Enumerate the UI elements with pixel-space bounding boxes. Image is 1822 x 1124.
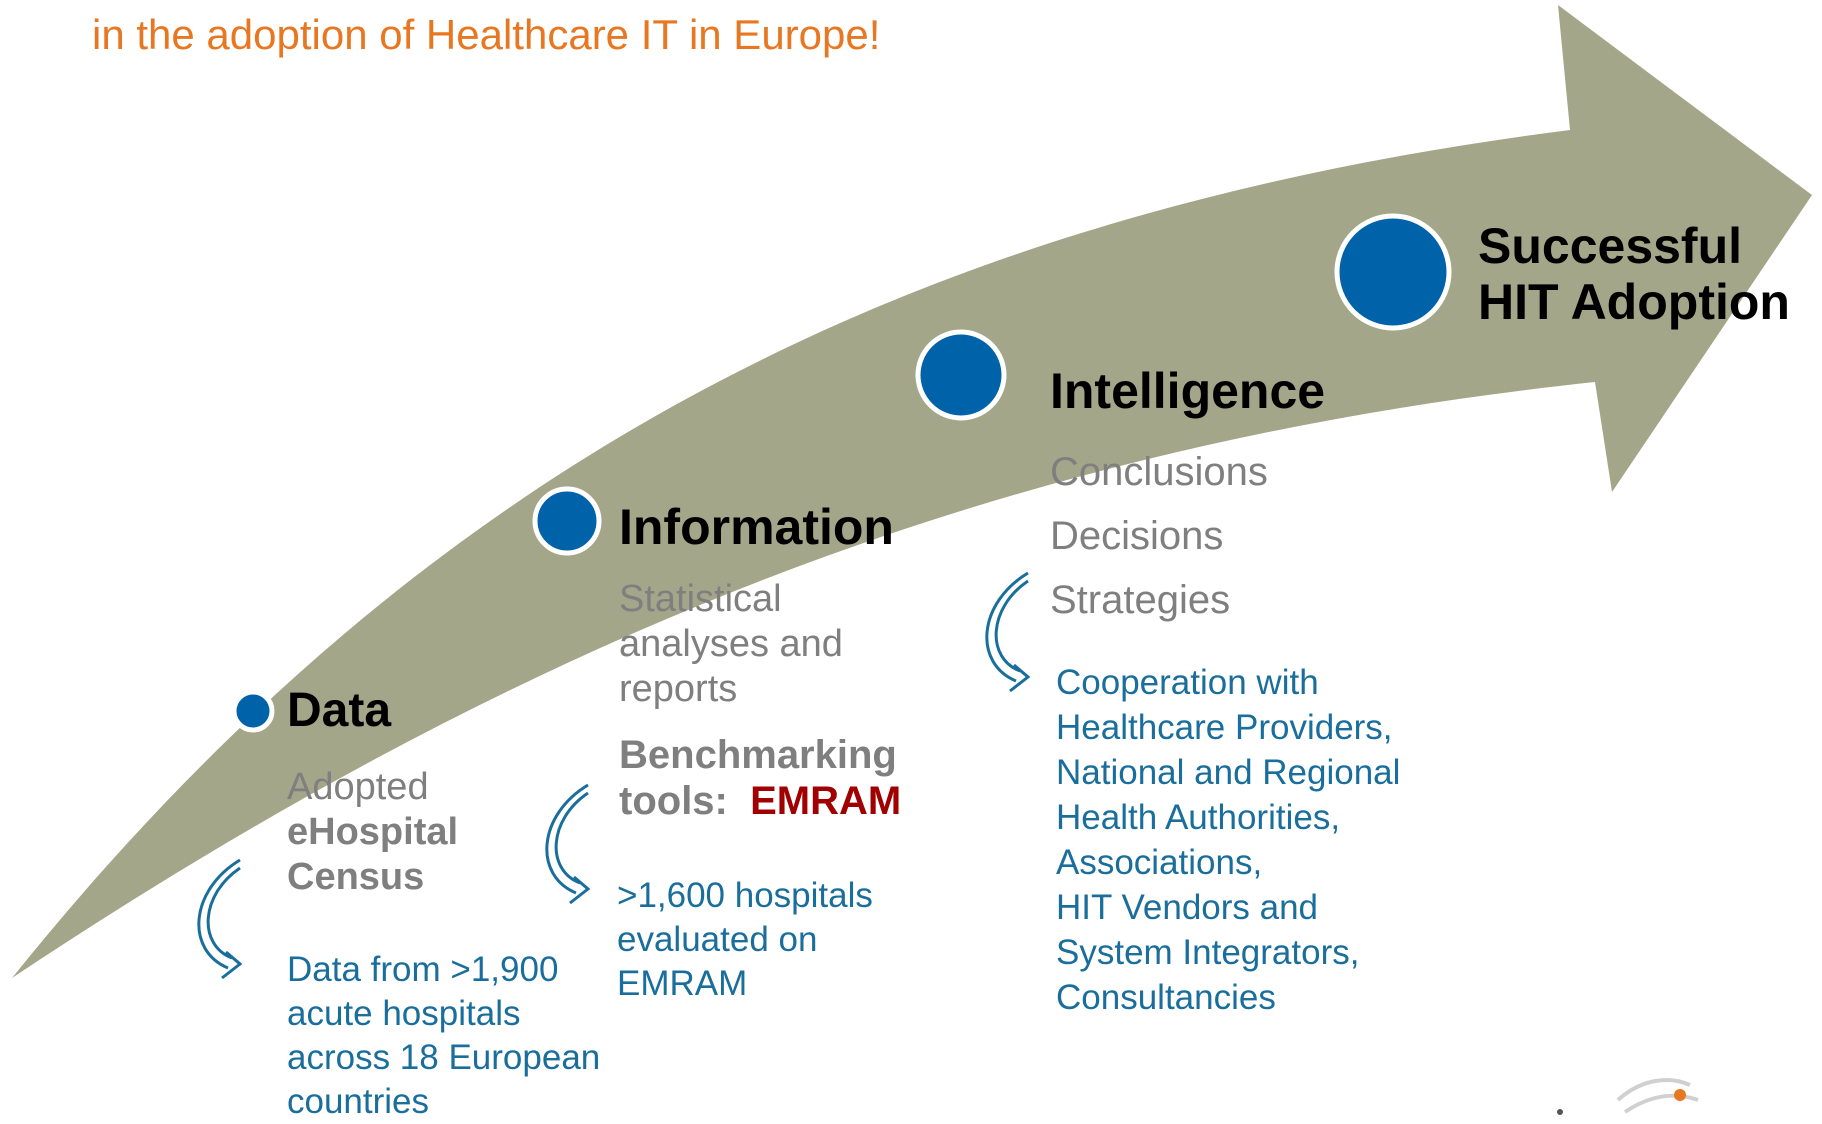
data-dot xyxy=(231,689,275,733)
intelligence-item: Conclusions xyxy=(1050,450,1268,494)
data-stage-body: Adopted eHospital Census xyxy=(287,765,458,900)
intelligence-detail-line: System Integrators, xyxy=(1056,933,1360,972)
data-body-prefix: Adopted xyxy=(287,766,429,808)
data-stage-title: Data xyxy=(287,684,392,737)
information-detail-line: >1,600 hospitals xyxy=(617,876,873,915)
intelligence-stage-title: Intelligence xyxy=(1050,363,1326,419)
information-body-line: analyses and xyxy=(619,623,843,665)
intelligence-item: Strategies xyxy=(1050,578,1231,622)
information-tools-line1: Benchmarking xyxy=(619,733,897,777)
data-detail-line: Data from >1,900 xyxy=(287,950,559,989)
intelligence-detail-line: National and Regional xyxy=(1056,753,1401,792)
data-body-bold-1: eHospital xyxy=(287,811,459,853)
data-detail-line: acute hospitals xyxy=(287,994,521,1033)
slide-title: in the adoption of Healthcare IT in Euro… xyxy=(92,10,880,60)
data-stage-detail: Data from >1,900 acute hospitals across … xyxy=(287,948,600,1124)
information-body-line: reports xyxy=(619,668,738,710)
intelligence-stage-items: Conclusions Decisions Strategies xyxy=(1050,440,1268,632)
information-detail-line: evaluated on xyxy=(617,920,818,959)
data-curved-arrow-icon xyxy=(197,858,243,980)
intelligence-item: Decisions xyxy=(1050,514,1224,558)
information-detail-line: EMRAM xyxy=(617,964,748,1003)
slide-title-line: in the adoption of Healthcare IT in Euro… xyxy=(92,11,881,58)
emram-highlight: EMRAM xyxy=(750,779,902,823)
growth-arrow xyxy=(12,5,1812,978)
corner-logo xyxy=(1557,1078,1699,1115)
data-detail-line: across 18 European xyxy=(287,1038,601,1077)
information-tools-line2: tools: EMRAM xyxy=(619,778,901,824)
information-stage-detail: >1,600 hospitals evaluated on EMRAM xyxy=(617,874,873,1006)
intelligence-detail-line: Cooperation with xyxy=(1056,663,1319,702)
information-stage-body: Statistical analyses and reports xyxy=(619,577,843,712)
intelligence-detail-line: Consultancies xyxy=(1056,978,1276,1017)
outcome-title-line: Successful xyxy=(1478,218,1743,274)
information-tools: Benchmarking tools: EMRAM xyxy=(619,732,901,824)
information-tools-prefix: tools: xyxy=(619,779,728,823)
intelligence-detail-line: HIT Vendors and xyxy=(1056,888,1319,927)
data-detail-line: countries xyxy=(287,1082,430,1121)
data-body-bold-2: Census xyxy=(287,856,425,898)
information-body-line: Statistical xyxy=(619,578,782,620)
outcome-title-line: HIT Adoption xyxy=(1478,274,1790,330)
intelligence-detail-line: Associations, xyxy=(1056,843,1263,882)
intelligence-stage-detail: Cooperation with Healthcare Providers, N… xyxy=(1056,660,1400,1020)
outcome-stage-title: Successful HIT Adoption xyxy=(1478,218,1790,330)
information-stage-title: Information xyxy=(619,499,894,555)
outcome-dot xyxy=(1334,213,1452,331)
intelligence-curved-arrow-icon xyxy=(985,571,1031,693)
information-dot xyxy=(532,486,602,556)
intelligence-detail-line: Healthcare Providers, xyxy=(1056,708,1393,747)
intelligence-dot xyxy=(915,329,1007,421)
information-curved-arrow-icon xyxy=(545,783,591,905)
intelligence-detail-line: Health Authorities, xyxy=(1056,798,1341,837)
